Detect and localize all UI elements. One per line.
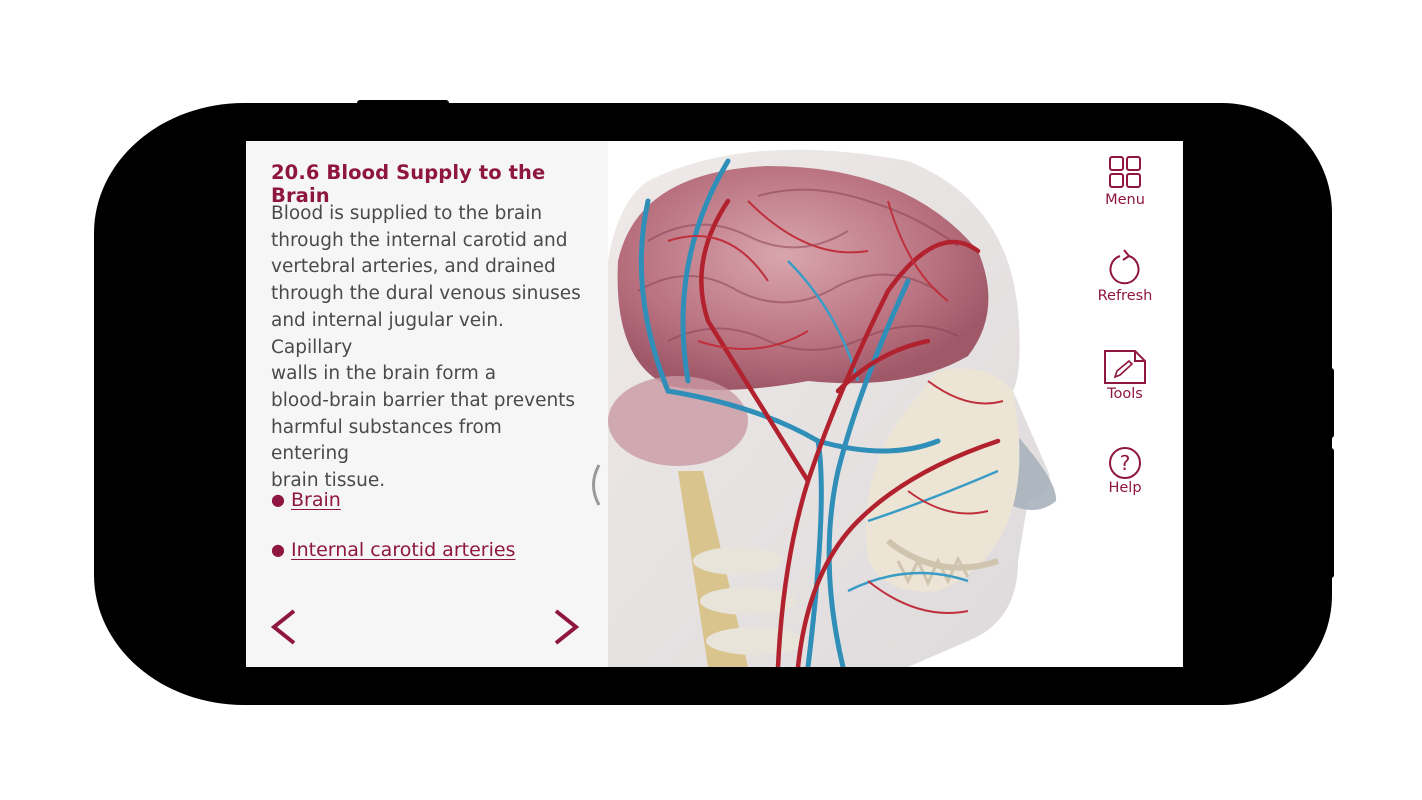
lesson-description: Blood is supplied to the brain through t… [271, 201, 581, 495]
question-icon: ? [1109, 447, 1141, 479]
refresh-button[interactable]: Refresh [1096, 249, 1154, 304]
lesson-title: 20.6 Blood Supply to the Brain [271, 161, 546, 207]
tools-label: Tools [1107, 386, 1143, 402]
description-line: harmful substances from entering [271, 416, 502, 465]
anatomy-3d-viewer[interactable] [608, 141, 1088, 667]
bullet: ● [271, 540, 285, 559]
internal-carotid-arteries-link[interactable]: Internal carotid arteries [290, 539, 516, 561]
bullet: ● [271, 490, 285, 509]
app-screen: 20.6 Blood Supply to the Brain Blood is … [246, 141, 1183, 667]
description-line: brain tissue. [271, 470, 386, 492]
menu-label: Menu [1105, 192, 1145, 208]
lesson-panel: 20.6 Blood Supply to the Brain Blood is … [246, 141, 608, 667]
phone-side-button [1328, 448, 1334, 578]
description-line: blood-brain barrier that prevents [271, 389, 576, 411]
previous-button[interactable] [270, 607, 298, 651]
description-line: walls in the brain form a [271, 363, 497, 385]
link-item-brain: ● Brain [271, 489, 341, 511]
pencil-note-icon [1104, 350, 1146, 384]
head-anatomy-model [608, 149, 1057, 667]
refresh-label: Refresh [1097, 288, 1153, 304]
help-button[interactable]: ? Help [1096, 447, 1154, 496]
next-button[interactable] [552, 607, 580, 651]
chevron-left-icon [270, 609, 296, 645]
brain-link[interactable]: Brain [290, 489, 341, 511]
link-item-internal-carotid: ● Internal carotid arteries [271, 539, 515, 561]
description-line: through the dural venous sinuses [271, 283, 581, 305]
menu-button[interactable]: Menu [1096, 155, 1154, 208]
collapse-panel-button[interactable] [586, 463, 602, 511]
description-line: and internal jugular vein. Capillary [271, 309, 504, 358]
phone-top-button [357, 100, 449, 106]
description-line: through the internal carotid and [271, 229, 568, 251]
help-label: Help [1108, 480, 1142, 496]
description-line: Blood is supplied to the brain [271, 203, 543, 224]
collapse-panel-icon [592, 464, 601, 506]
refresh-icon [1109, 249, 1140, 285]
description-line: vertebral arteries, and drained [271, 256, 556, 278]
phone-side-button [1328, 368, 1334, 438]
tools-button[interactable]: Tools [1096, 349, 1154, 402]
chevron-right-icon [554, 609, 580, 645]
grid-icon [1109, 156, 1141, 188]
